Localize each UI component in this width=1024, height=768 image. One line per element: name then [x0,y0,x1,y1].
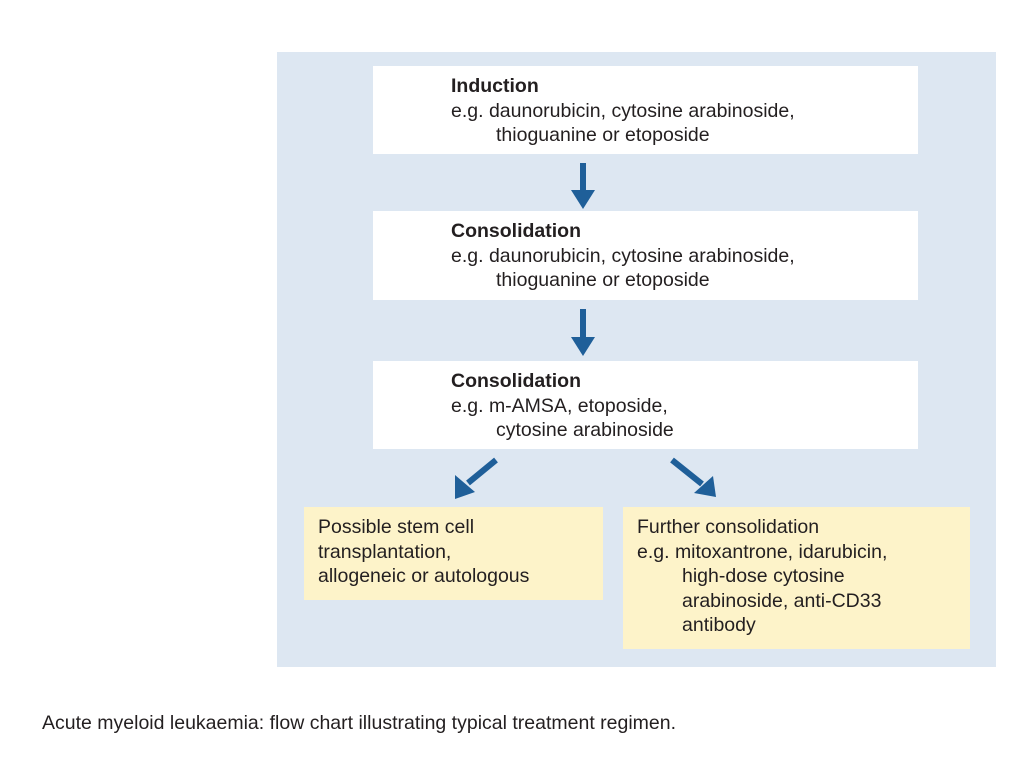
stem-cell-line-3: allogeneic or autologous [318,565,530,587]
further-consolidation-line-4: arabinoside, anti-CD33 [682,589,882,612]
consolidation-2-drugs-line-1: e.g. m-AMSA, etoposide, [451,394,668,417]
further-consolidation-line-3: high-dose cytosine [682,565,845,587]
consolidation-2-drugs-line-2: cytosine arabinoside [496,419,674,441]
further-consolidation-line-5: antibody [682,614,756,636]
induction-box: Induction e.g. daunorubicin, cytosine ar… [373,66,918,154]
induction-drugs-line-1: e.g. daunorubicin, cytosine arabinoside, [451,99,795,122]
further-consolidation-line-2: e.g. mitoxantrone, idarubicin, [637,540,888,563]
stem-cell-line-1: Possible stem cell [318,516,475,538]
induction-title: Induction [451,75,539,97]
further-consolidation-box: Further consolidation e.g. mitoxantrone,… [623,507,970,649]
consolidation-2-title: Consolidation [451,370,581,392]
induction-drugs-line-2: thioguanine or etoposide [496,124,710,146]
stem-cell-line-2: transplantation, [318,540,452,563]
consolidation-2-box: Consolidation e.g. m-AMSA, etoposide, cy… [373,361,918,449]
figure-caption: Acute myeloid leukaemia: flow chart illu… [42,712,677,734]
further-consolidation-line-1: Further consolidation [637,516,820,538]
stem-cell-transplant-box: Possible stem cell transplantation, allo… [304,507,603,600]
consolidation-1-title: Consolidation [451,220,581,242]
consolidation-1-box: Consolidation e.g. daunorubicin, cytosin… [373,211,918,300]
consolidation-1-drugs-line-1: e.g. daunorubicin, cytosine arabinoside, [451,244,795,267]
consolidation-1-drugs-line-2: thioguanine or etoposide [496,269,710,291]
